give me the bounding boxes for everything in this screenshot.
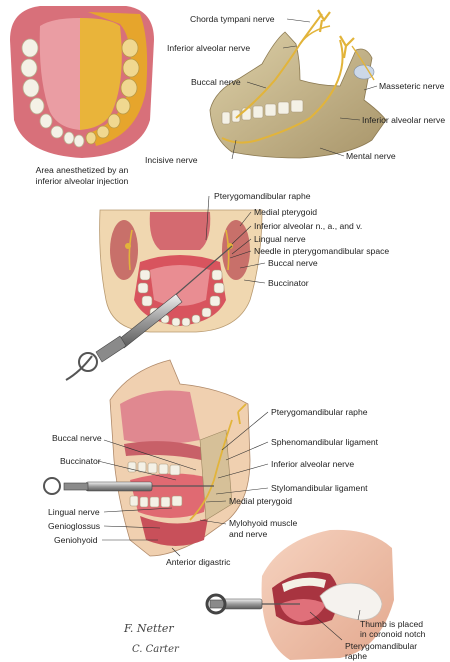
panel-a-caption-line1: Area anesthetized by an (36, 165, 129, 175)
panel-c-leader-lines (205, 195, 266, 284)
panel-a-anesthetized-half (80, 18, 122, 130)
label-thumb-1: Thumb is placed (360, 619, 423, 629)
label-stylomandibular: Stylomandibular ligament (271, 483, 368, 493)
panel-b-leader-lines (231, 18, 378, 160)
label-buccal-b: Buccal nerve (191, 77, 241, 87)
panel-c-pharynx (149, 212, 211, 250)
label-raphe-d: Pterygomandibular raphe (271, 407, 368, 417)
panel-d-palate (124, 441, 210, 462)
panel-c-left-muscle (110, 220, 138, 280)
label-buccal-c: Buccal nerve (268, 258, 318, 268)
label-raphe-e1: Pterygomandibular (345, 641, 417, 651)
label-medial-pterygoid-c: Medial pterygoid (254, 207, 317, 217)
panel-e-syringe (205, 593, 300, 615)
label-masseteric: Masseteric nerve (379, 81, 445, 91)
panel-d-leader-lines (97, 411, 269, 557)
panel-b-condyle (353, 64, 375, 80)
panel-c-nerve-dot-right (227, 243, 233, 249)
label-chorda-tympani: Chorda tympani nerve (190, 14, 275, 24)
panel-b-nerve-right-branch (339, 35, 355, 59)
label-raphe-e2: raphe (345, 651, 367, 661)
panel-a-teeth-right (85, 38, 140, 145)
label-buccal-d: Buccal nerve (52, 433, 102, 443)
label-sphenomandibular: Sphenomandibular ligament (271, 437, 379, 447)
label-inferior-alveolar-nav: Inferior alveolar n., a., and v. (254, 221, 362, 231)
panel-e-thumb (319, 582, 383, 621)
label-thumb-2: in coronoid notch (360, 629, 426, 639)
label-mylohyoid-2: and nerve (229, 529, 267, 539)
label-medial-pterygoid-d: Medial pterygoid (229, 496, 292, 506)
panel-b-nerves (221, 13, 375, 144)
label-inferior-alveolar-b2: Inferior alveolar nerve (362, 115, 445, 125)
panel-c-nerves (128, 229, 230, 271)
panel-b-mandible-bone (209, 31, 387, 159)
panel-e-patient-face: Thumb is placed in coronoid notch Pteryg… (205, 529, 426, 661)
label-genioglossus: Genioglossus (48, 521, 100, 531)
panel-b-lower-teeth (221, 99, 304, 125)
label-inferior-alveolar-b1: Inferior alveolar nerve (167, 43, 250, 53)
panel-a-anesthetized-area: Area anesthetized by an inferior alveola… (10, 6, 154, 186)
label-inferior-alveolar-d: Inferior alveolar nerve (271, 459, 354, 469)
panel-a-tongue-left (39, 18, 80, 130)
label-geniohyoid: Geniohyoid (54, 535, 98, 545)
panel-b-mandible: Chorda tympani nerve Inferior alveolar n… (145, 9, 445, 165)
label-mylohyoid-1: Mylohyoid muscle (229, 518, 298, 528)
panel-d-nasal-cavity (120, 390, 200, 444)
carter-signature: C. Carter (132, 644, 180, 655)
panel-c-tongue (150, 265, 210, 306)
panel-e-upper-teeth (282, 577, 326, 592)
label-needle: Needle in pterygomandibular space (254, 246, 389, 256)
panel-a-teeth-left (20, 38, 85, 148)
label-buccinator-d: Buccinator (60, 456, 101, 466)
panel-d-floor-muscles (140, 516, 208, 546)
panel-c-nerve-dot-left (125, 243, 131, 249)
label-buccinator-c: Buccinator (268, 278, 309, 288)
label-mental: Mental nerve (346, 151, 396, 161)
panel-c-cross-section: Pterygomandibular raphe Medial pterygoid… (65, 191, 389, 381)
panel-c-syringe (65, 245, 233, 381)
artist-signatures: F. Netter C. Carter (123, 622, 180, 655)
netter-signature: F. Netter (123, 622, 174, 635)
label-anterior-digastric: Anterior digastric (166, 557, 231, 567)
panel-d-sagittal: Pterygomandibular raphe Buccal nerve Sph… (43, 359, 379, 567)
label-lingual-d: Lingual nerve (48, 507, 100, 517)
panel-d-nerves (189, 403, 247, 521)
panel-d-lower-teeth (129, 495, 183, 508)
label-raphe-c: Pterygomandibular raphe (214, 191, 311, 201)
label-incisive: Incisive nerve (145, 155, 198, 165)
panel-b-nerve-top-branch (317, 9, 331, 33)
panel-c-right-muscle (222, 220, 250, 280)
panel-e-leader-lines (309, 609, 361, 641)
panel-a-caption-line2: inferior alveolar injection (36, 176, 129, 186)
panel-d-syringe (43, 477, 214, 495)
label-lingual-c: Lingual nerve (254, 234, 306, 244)
